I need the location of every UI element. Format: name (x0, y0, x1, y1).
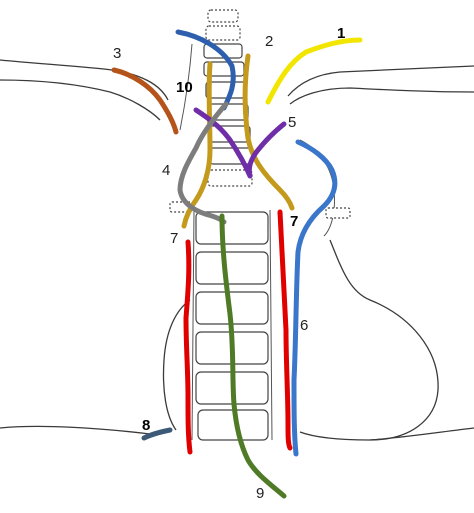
label-3: 3 (113, 45, 121, 62)
vessels (111, 29, 363, 499)
vessel-3 (111, 67, 179, 135)
vessel-5 (193, 107, 287, 179)
vessel-7-left (183, 239, 193, 455)
label-10: 10 (176, 79, 193, 96)
label-7-right: 7 (290, 213, 298, 230)
vessel-8 (141, 427, 173, 441)
label-7-left: 7 (170, 230, 178, 247)
label-1: 1 (337, 25, 345, 42)
vessel-6 (291, 139, 338, 457)
label-5: 5 (288, 114, 296, 131)
vessel-1 (265, 37, 363, 105)
label-6: 6 (300, 317, 308, 334)
vessel-10-left (181, 61, 213, 229)
label-4: 4 (162, 162, 170, 179)
vessel-2 (175, 29, 236, 111)
label-9: 9 (256, 485, 264, 502)
vessel-7-right (277, 209, 293, 451)
label-8: 8 (142, 417, 150, 434)
vessel-4 (177, 101, 229, 225)
vessel-10-right (242, 53, 295, 211)
label-2: 2 (265, 33, 273, 50)
body-outline (0, 43, 474, 441)
labels: 1 2 3 4 5 6 7 7 8 9 10 (113, 25, 345, 502)
vessel-9 (219, 213, 287, 499)
